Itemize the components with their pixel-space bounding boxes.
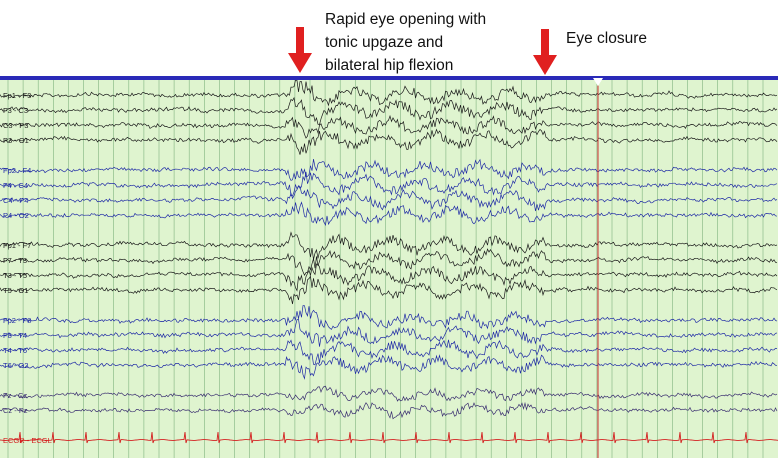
channel-label: F7 - T3 — [3, 256, 28, 265]
eye-closure-annotation: Eye closure — [566, 30, 647, 47]
trace-t3-t5 — [0, 263, 778, 292]
channel-label: F8 - T4 — [3, 331, 28, 340]
trace-c4-p4 — [0, 185, 778, 212]
down-arrow-icon — [533, 29, 557, 75]
trace-f4-c4 — [0, 171, 778, 197]
trace-t4-t6 — [0, 339, 778, 366]
channel-label: Fp1 - F7 — [3, 241, 32, 250]
trace-t5-o1 — [0, 275, 778, 305]
eeg-trace-panel[interactable]: Fp1 - F3 F3 - C3 C3 - P3 P3 - O1 Fp2 - F4 F4 … — [0, 76, 778, 458]
channel-label: Fp1 - F3 — [3, 91, 32, 100]
channel-label: Fp2 - F8 — [3, 316, 32, 325]
channel-label: T5 - O1 — [3, 286, 29, 295]
channel-label: F4 - C4 — [3, 181, 29, 190]
trace-fp1-f7 — [0, 231, 778, 260]
trace-f7-t3 — [0, 248, 778, 276]
channel-label: Fp2 - F4 — [3, 166, 32, 175]
channel-label: T6 - O2 — [3, 361, 29, 370]
eye-opening-line-2: tonic upgaze and — [325, 34, 444, 51]
channel-label: P3 - O1 — [3, 136, 29, 145]
trace-p4-o2 — [0, 201, 778, 227]
channel-label: T3 - T5 — [3, 271, 28, 280]
trace-fz-cz — [0, 385, 778, 402]
trace-fp1-f3 — [0, 80, 778, 107]
eeg-waveforms — [0, 80, 778, 458]
down-arrow-icon — [288, 27, 312, 73]
channel-label: F3 - C3 — [3, 106, 29, 115]
time-cursor-handle[interactable] — [593, 78, 603, 86]
channel-label: T4 - T6 — [3, 346, 28, 355]
trace-cz-pz — [0, 401, 778, 420]
channel-label: C4 - P4 — [3, 196, 29, 205]
trace-t6-o2 — [0, 354, 778, 380]
eye-opening-annotation: Rapid eye opening with tonic upgaze and … — [325, 8, 486, 77]
eye-opening-line-3: bilateral hip flexion — [325, 57, 454, 74]
trace-ecgr-ecgl — [0, 431, 778, 444]
channel-label: C3 - P3 — [3, 121, 29, 130]
channel-label: P4 - O2 — [3, 211, 29, 220]
channel-label: Cz - Pz — [3, 406, 28, 415]
trace-f3-c3 — [0, 96, 778, 126]
trace-c3-p3 — [0, 114, 778, 139]
channel-label: Fz - Cz — [3, 391, 28, 400]
trace-p3-o1 — [0, 128, 778, 155]
trace-fp2-f8 — [0, 305, 778, 330]
channel-label: ECGR - ECGL — [3, 436, 52, 445]
eye-opening-line-1: Rapid eye opening with — [325, 11, 487, 28]
trace-f8-t4 — [0, 318, 778, 347]
trace-fp2-f4 — [0, 158, 778, 181]
